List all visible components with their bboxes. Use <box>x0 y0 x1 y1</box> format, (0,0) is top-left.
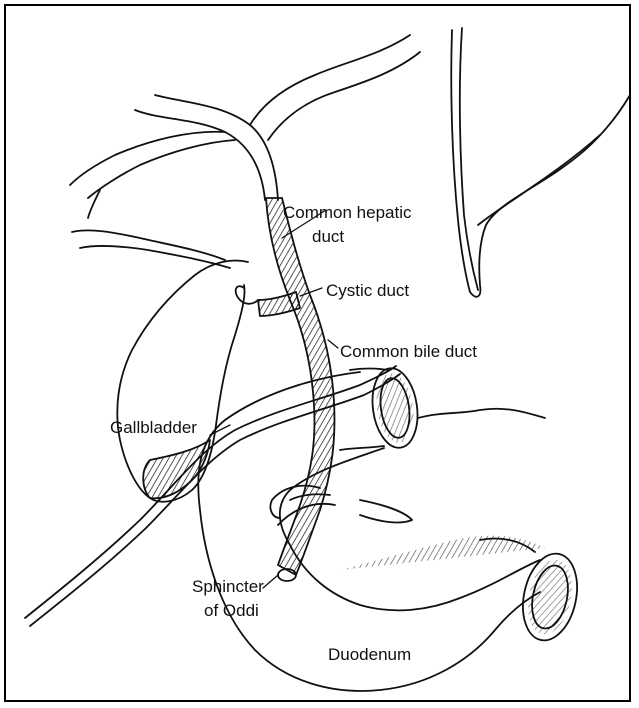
label-gallbladder: Gallbladder <box>110 418 197 437</box>
hepatic-ducts <box>70 35 420 268</box>
label-sphincter-line1: Sphincter <box>192 577 264 596</box>
gallbladder-shape <box>117 261 248 502</box>
duodenum-lower-opening <box>340 536 585 646</box>
pancreas-edge <box>418 409 545 418</box>
label-cystic-duct: Cystic duct <box>326 281 409 300</box>
duodenum-upper-opening <box>340 365 422 450</box>
duodenum-body <box>198 372 540 691</box>
label-duodenum: Duodenum <box>328 645 411 664</box>
common-bile-duct-shape <box>266 198 334 575</box>
label-sphincter-line2: of Oddi <box>204 601 259 620</box>
label-common-bile-duct: Common bile duct <box>340 342 477 361</box>
label-common-hepatic-duct-line1: Common hepatic <box>283 203 412 222</box>
liver-outline <box>451 28 630 297</box>
label-common-hepatic-duct-line2: duct <box>312 227 344 246</box>
